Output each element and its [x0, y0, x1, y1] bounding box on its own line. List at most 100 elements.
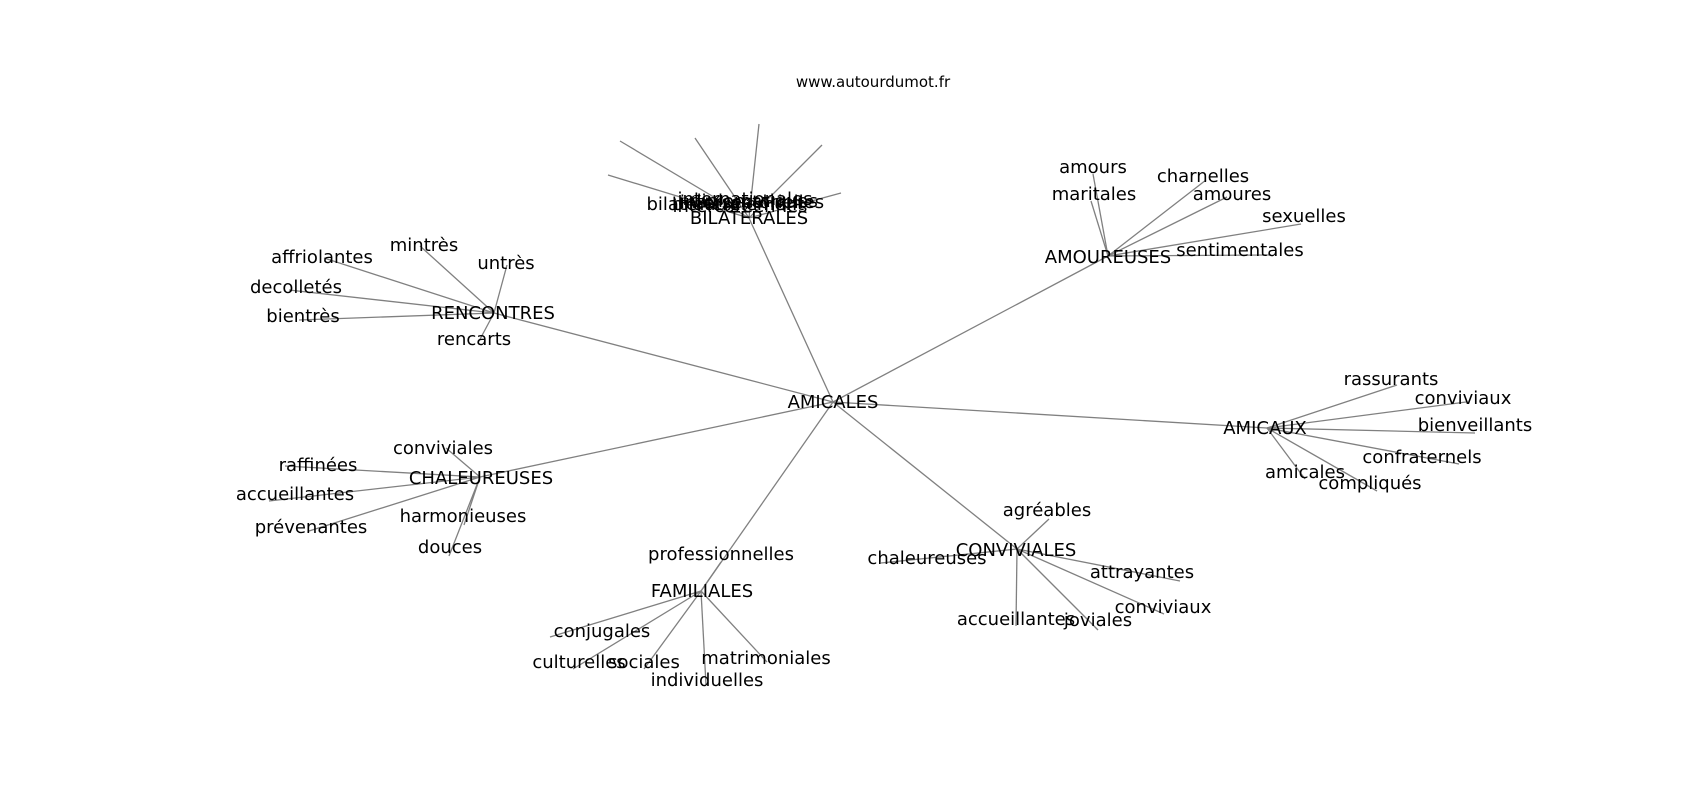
edge-hub-leaf — [1016, 548, 1165, 615]
leaf-node: affriolantes — [271, 247, 373, 268]
edge-hub-leaf — [1266, 427, 1460, 465]
edge-hub-leaf — [308, 476, 481, 532]
leaf-node: diplomatiques — [690, 191, 818, 212]
edge-root-hub — [832, 401, 1018, 550]
edge-hub-leaf — [549, 590, 702, 638]
edges — [268, 123, 1476, 686]
hub-node: FAMILIALES — [651, 581, 753, 602]
edge-hub-leaf — [700, 561, 722, 592]
leaf-node: sentimentales — [1176, 240, 1303, 261]
edge-hub-leaf — [1266, 427, 1306, 480]
edge-hub-leaf — [1015, 548, 1018, 627]
leaf-node: sexuelles — [1262, 206, 1346, 227]
leaf-node: joviales — [1063, 610, 1132, 631]
leaf-node: rassurants — [1344, 369, 1439, 390]
edge-hub-leaf — [268, 476, 481, 502]
leaf-node: professionnelles — [648, 544, 794, 565]
root-node: AMICALES — [788, 392, 879, 413]
edge-hub-leaf — [298, 312, 495, 321]
leaf-node: confraternels — [1362, 447, 1481, 468]
edge-hub-leaf — [748, 192, 842, 219]
edge-root-hub — [832, 401, 1268, 429]
leaf-node: internationales — [677, 189, 812, 210]
hub-node: AMICAUX — [1223, 418, 1307, 439]
leaf-node: amicales — [1265, 462, 1345, 483]
leaf-node: amours — [1059, 157, 1127, 178]
leaf-node: intercoréennes — [673, 196, 808, 217]
edge-hub-leaf — [880, 548, 1018, 564]
leaf-node: maritales — [1052, 184, 1137, 205]
leaf-node: bientrès — [266, 306, 339, 327]
leaf-node: conviviales — [393, 438, 493, 459]
labels: www.autourdumot.fr AMICALES BILATÉRALESb… — [236, 73, 1532, 691]
leaf-node: agréables — [1003, 500, 1091, 521]
edge-hub-leaf — [1107, 179, 1207, 257]
edge-root-hub — [700, 401, 834, 592]
hub-node: AMOUREUSES — [1045, 247, 1171, 268]
edge-hub-leaf — [477, 312, 495, 344]
edge-root-hub — [832, 255, 1109, 403]
edge-hub-leaf — [1107, 196, 1228, 257]
leaf-node: raffinées — [279, 455, 358, 476]
hub-node: CONVIVIALES — [956, 540, 1077, 561]
leaf-node: conviviaux — [1115, 597, 1212, 618]
edge-hub-leaf — [1016, 548, 1181, 582]
edge-hub-leaf — [1107, 254, 1272, 257]
leaf-node: charnelles — [1157, 166, 1249, 187]
leaf-node: individuelles — [651, 670, 764, 691]
edge-root-hub — [748, 217, 834, 403]
leaf-node: bienveillants — [1418, 415, 1533, 436]
edge-hub-leaf — [1266, 401, 1467, 429]
edge-hub-leaf — [748, 123, 760, 219]
leaf-node: mintrès — [390, 235, 458, 256]
leaf-node: chaleureuses — [867, 548, 986, 569]
leaf-node: matrimoniales — [701, 648, 830, 669]
leaf-node: conjugales — [554, 621, 651, 642]
leaf-node: compliqués — [1318, 473, 1421, 494]
leaf-node: intersectorielles — [680, 192, 824, 213]
leaf-node: accueillantes — [236, 484, 354, 505]
edge-hub-leaf — [493, 264, 508, 314]
leaf-node: rencarts — [437, 329, 511, 350]
leaf-node: conviviaux — [1415, 388, 1512, 409]
leaf-node: douces — [418, 537, 482, 558]
edge-hub-leaf — [700, 590, 768, 663]
edge-hub-leaf — [448, 476, 481, 557]
edge-hub-leaf — [1107, 223, 1302, 257]
edge-hub-leaf — [445, 447, 481, 478]
leaf-node: untrès — [477, 253, 534, 274]
edge-hub-leaf — [419, 245, 495, 314]
edge-hub-leaf — [1092, 173, 1109, 257]
edge-hub-leaf — [572, 590, 702, 670]
edge-hub-leaf — [1266, 427, 1378, 492]
edge-hub-leaf — [323, 257, 495, 314]
leaf-node: decolletés — [250, 277, 342, 298]
edge-hub-leaf — [1090, 200, 1109, 257]
edge-hub-leaf — [694, 137, 750, 219]
leaf-node: attrayantes — [1090, 562, 1194, 583]
edge-hub-leaf — [643, 590, 702, 670]
source-url: www.autourdumot.fr — [796, 73, 951, 91]
edge-hub-leaf — [1266, 427, 1476, 434]
leaf-node: amoures — [1193, 184, 1271, 205]
leaf-node: bilatéraux — [646, 194, 737, 215]
leaf-node: sociales — [608, 652, 680, 673]
edge-hub-leaf — [700, 590, 707, 686]
edge-root-hub — [493, 312, 834, 403]
leaf-node: bilatéralement — [672, 194, 804, 215]
edge-hub-leaf — [619, 140, 750, 219]
hub-node: RENCONTRES — [431, 303, 555, 324]
leaf-node: harmonieuses — [400, 506, 527, 527]
leaf-node: accueillantes — [957, 609, 1075, 630]
hub-node: CHALEUREUSES — [409, 468, 553, 489]
edge-root-hub — [479, 401, 834, 478]
edge-hub-leaf — [607, 174, 750, 219]
edge-hub-leaf — [288, 289, 495, 314]
edge-hub-leaf — [1016, 548, 1099, 631]
leaf-node: prévenantes — [255, 517, 368, 538]
edge-hub-leaf — [284, 465, 481, 478]
edge-hub-leaf — [748, 144, 823, 219]
edge-hub-leaf — [1266, 384, 1398, 429]
edge-hub-leaf — [1016, 518, 1050, 550]
